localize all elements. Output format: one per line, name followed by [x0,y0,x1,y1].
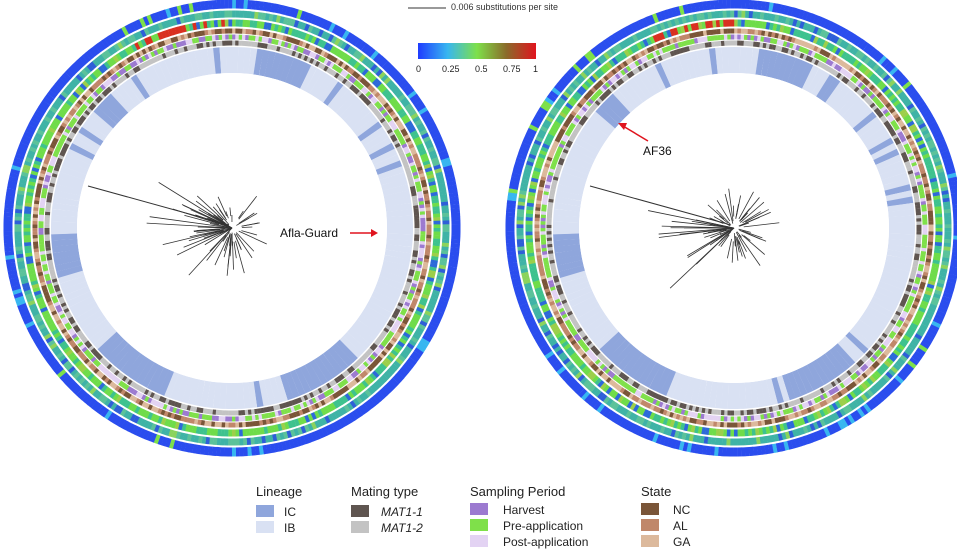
colorbar-tick-1: 0.25 [442,64,460,74]
phylogenetic-tree [87,182,267,276]
legend-label-ic: IC [284,505,296,519]
afla-guard-arrowhead [371,229,378,237]
state-ring [534,28,934,428]
legend-label-nc: NC [673,503,691,517]
phylogenetic-tree [589,185,780,289]
legend-label-mat1-2: MAT1-2 [381,521,423,535]
legend-label-pre-application: Pre-application [503,519,584,533]
legend-label-harvest: Harvest [503,503,545,517]
af36-arrowhead [618,123,627,130]
outer-heat-ring-3 [23,19,441,437]
scale-bar-label: 0.006 substitutions per site [451,2,559,12]
legend-swatch-mat1-2 [351,521,369,533]
outer-heat-ring-1 [505,0,957,457]
right-circular-tree [505,0,957,457]
legend-sampling-period-title: Sampling Period [470,484,566,499]
colorbar-tick-2: 0.5 [475,64,488,74]
mating-type-ring [546,40,922,416]
colorbar-tick-3: 0.75 [503,64,521,74]
mating-type-ring [44,40,420,416]
outer-heat-ring-2 [516,10,952,446]
outer-heat-ring-1 [3,0,461,457]
lineage-ring [553,47,915,409]
legend-label-mat1-1: MAT1-1 [381,505,423,519]
legend-label-al: AL [673,519,688,533]
legend-swatch-al [641,519,659,531]
legend-label-ga: GA [673,535,691,549]
legend-swatch-pre-application [470,519,488,531]
callout-af36: AF36 [642,144,673,158]
legend-label-post-application: Post-application [503,535,589,549]
legend-swatch-mat1-1 [351,505,369,517]
sampling-period-ring [38,34,426,422]
lineage-ring [51,47,413,409]
colorbar-tick-4: 1 [533,64,539,74]
legend-swatch-ib [256,521,274,533]
outer-heat-ring-3 [525,19,943,437]
legend-swatch-post-application [470,535,488,547]
sampling-period-ring [540,34,928,422]
callout-afla-guard: Afla-Guard [279,226,340,240]
outer-heat-ring-2 [14,10,450,446]
legend-swatch-harvest [470,503,488,515]
legend-swatch-ic [256,505,274,517]
legend-label-ib: IB [284,521,296,535]
legend-swatch-ga [641,535,659,547]
legend-lineage-title: Lineage [256,484,303,499]
legend-swatch-nc [641,503,659,515]
state-ring [32,28,432,428]
legend-state-title: State [641,484,672,499]
colorbar [418,43,536,59]
af36-arrow [622,125,649,142]
colorbar-tick-0: 0 [416,64,422,74]
legend-mating-type-title: Mating type [351,484,419,499]
left-circular-tree [3,0,461,457]
